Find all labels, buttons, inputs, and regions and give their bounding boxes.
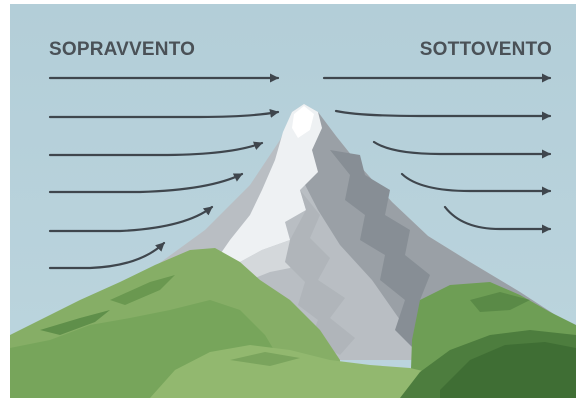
wind-arrow-leeward-4: [400, 172, 552, 196]
wind-arrow-leeward-5: [443, 205, 552, 234]
hill-shadow-streak-2: [110, 275, 175, 305]
leeward-label: SOTTOVENTO: [420, 39, 552, 60]
mountain-rock-mid-ridge: [285, 190, 355, 355]
wind-arrow-windward-3: [48, 141, 264, 157]
mountain-snow-highlight: [292, 106, 314, 138]
wind-arrow-windward-5: [48, 205, 214, 233]
hill-shadow-streak-4: [230, 352, 300, 366]
hill-shadow-streak-3: [470, 292, 530, 312]
hill-dark-ridge: [440, 342, 576, 398]
mountain-rock-dark-streaks: [330, 150, 440, 355]
hill-front-mid: [150, 345, 450, 398]
wind-arrow-leeward-3: [372, 140, 552, 159]
windward-arrows: [48, 73, 280, 270]
wind-arrow-windward-2: [48, 108, 280, 119]
hills: [10, 248, 576, 398]
hill-shadow-streak-1: [40, 310, 110, 335]
wind-arrow-windward-6: [48, 241, 166, 270]
wind-arrow-leeward-2: [334, 109, 552, 121]
windward-label: SOPRAVVENTO: [49, 39, 195, 60]
wind-arrow-windward-4: [48, 172, 244, 194]
mountain-snow-cap: [212, 104, 322, 266]
leeward-arrows: [322, 73, 552, 234]
